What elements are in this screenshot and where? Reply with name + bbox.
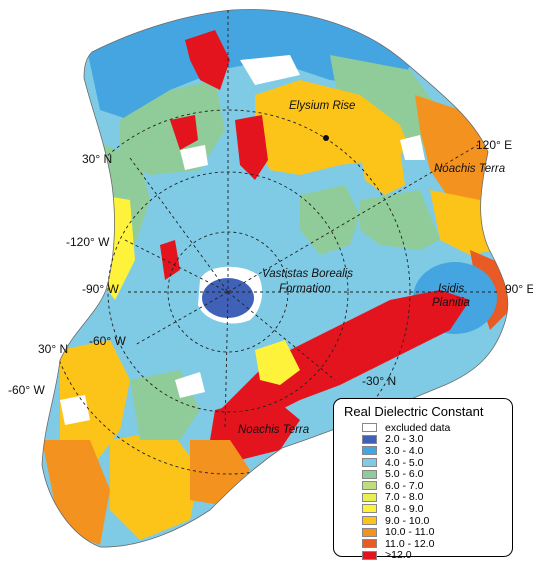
legend-item: 5.0 - 6.0: [362, 468, 504, 480]
zone-lower-yellow: [110, 430, 200, 540]
patch-red-4: [160, 240, 180, 280]
legend-item: 9.0 - 10.0: [362, 515, 504, 527]
legend-title: Real Dielectric Constant: [344, 404, 484, 419]
legend-swatch: [362, 481, 377, 491]
legend-swatch: [362, 527, 377, 537]
legend-item-label: >12.0: [385, 549, 412, 561]
legend-swatch: [362, 458, 377, 468]
patch-red-2: [235, 115, 268, 180]
region-elysium-rise: Elysium Rise: [289, 100, 356, 112]
legend-item-label: 9.0 - 10.0: [385, 514, 430, 527]
zone-right-green: [360, 190, 440, 250]
region-vastitas-line1: Vastistas Borealis: [262, 268, 353, 280]
zone-lower-red: [220, 290, 470, 430]
graticule-meridian-lower: [224, 291, 229, 431]
legend-item-label: 5.0 - 6.0: [385, 468, 424, 481]
legend-swatch: [362, 539, 377, 549]
legend-item: 10.0 - 11.0: [362, 526, 504, 538]
legend-item-label: 4.0 - 5.0: [385, 456, 424, 469]
legend-item-label: 11.0 - 12.0: [385, 537, 435, 550]
legend-swatch: [362, 492, 377, 502]
legend-item-label: 10.0 - 11.0: [385, 526, 435, 539]
graticule-meridian-120e: [227, 144, 479, 293]
legend-item: 7.0 - 8.0: [362, 491, 504, 504]
legend-item: 8.0 - 9.0: [362, 503, 504, 515]
map-outline: [41, 9, 509, 548]
region-vastitas-line2: Formation: [279, 283, 331, 295]
legend-swatch: [362, 504, 377, 514]
legend-swatch: [362, 434, 377, 444]
crater-marker: [323, 135, 329, 141]
graticule-meridian-30n: [129, 157, 229, 293]
region-noachis-terra-lower: Noachis Terra: [238, 424, 310, 436]
legend-item-label: 2.0 - 3.0: [385, 433, 424, 446]
legend-item: excluded data: [362, 422, 504, 434]
legend-item: 4.0 - 5.0: [362, 457, 504, 469]
zone-lower-left-yellow: [60, 340, 130, 470]
label-90w: -90° W: [82, 282, 119, 296]
graticule-meridian-120w: [124, 239, 229, 293]
label-120w: -120° W: [66, 235, 110, 249]
zone-polar-cap: [202, 278, 254, 318]
zone-lower-orange: [190, 440, 250, 505]
patch-white-5: [400, 135, 425, 160]
legend-swatch: [362, 446, 377, 456]
legend-item: 2.0 - 3.0: [362, 433, 504, 446]
zone-noachis-upper-2: [430, 190, 495, 255]
legend-swatch: [362, 469, 377, 479]
legend-swatch: [362, 550, 377, 560]
label-90e: 90° E: [505, 282, 533, 296]
legend-item: 6.0 - 7.0: [362, 480, 504, 492]
legend-item-label: 8.0 - 9.0: [385, 502, 424, 515]
patch-white-2: [180, 145, 208, 170]
region-isidis-line1: Isidis: [438, 283, 465, 295]
patch-red-3: [170, 115, 198, 150]
legend-swatch: [362, 423, 377, 433]
label-120e: 120° E: [476, 138, 513, 152]
zone-noachis-upper: [415, 95, 490, 200]
region-noachis-terra-upper: Noachis Terra: [434, 163, 506, 175]
legend-item-label: 6.0 - 7.0: [385, 479, 424, 492]
zone-central-green: [300, 185, 360, 255]
legend-item-label: excluded data: [385, 421, 451, 434]
label-60w-left: -60° W: [8, 383, 45, 397]
graticule-meridian-30s: [227, 291, 336, 381]
patch-white-1: [240, 55, 300, 85]
legend-item-label: 7.0 - 8.0: [385, 491, 424, 504]
legend-item: 3.0 - 4.0: [362, 445, 504, 457]
patch-white-3: [175, 372, 205, 398]
legend-item-label: 3.0 - 4.0: [385, 444, 424, 457]
legend-item: 11.0 - 12.0: [362, 538, 504, 550]
legend-item: >12.0: [362, 549, 504, 561]
legend-swatch: [362, 516, 377, 526]
zone-elysium-orange-2: [360, 150, 405, 195]
zone-right-yellow: [255, 340, 300, 385]
zone-upper-right-green: [330, 55, 440, 150]
label-30n-left: 30° N: [38, 342, 69, 356]
label-30s-lower: -30° N: [362, 374, 397, 388]
patch-white-4: [60, 395, 90, 425]
label-30n-upper: 30° N: [82, 152, 113, 166]
region-isidis-line2: Planitia: [432, 297, 470, 309]
patch-red-1: [185, 30, 230, 90]
label-60w: -60° W: [89, 334, 126, 348]
